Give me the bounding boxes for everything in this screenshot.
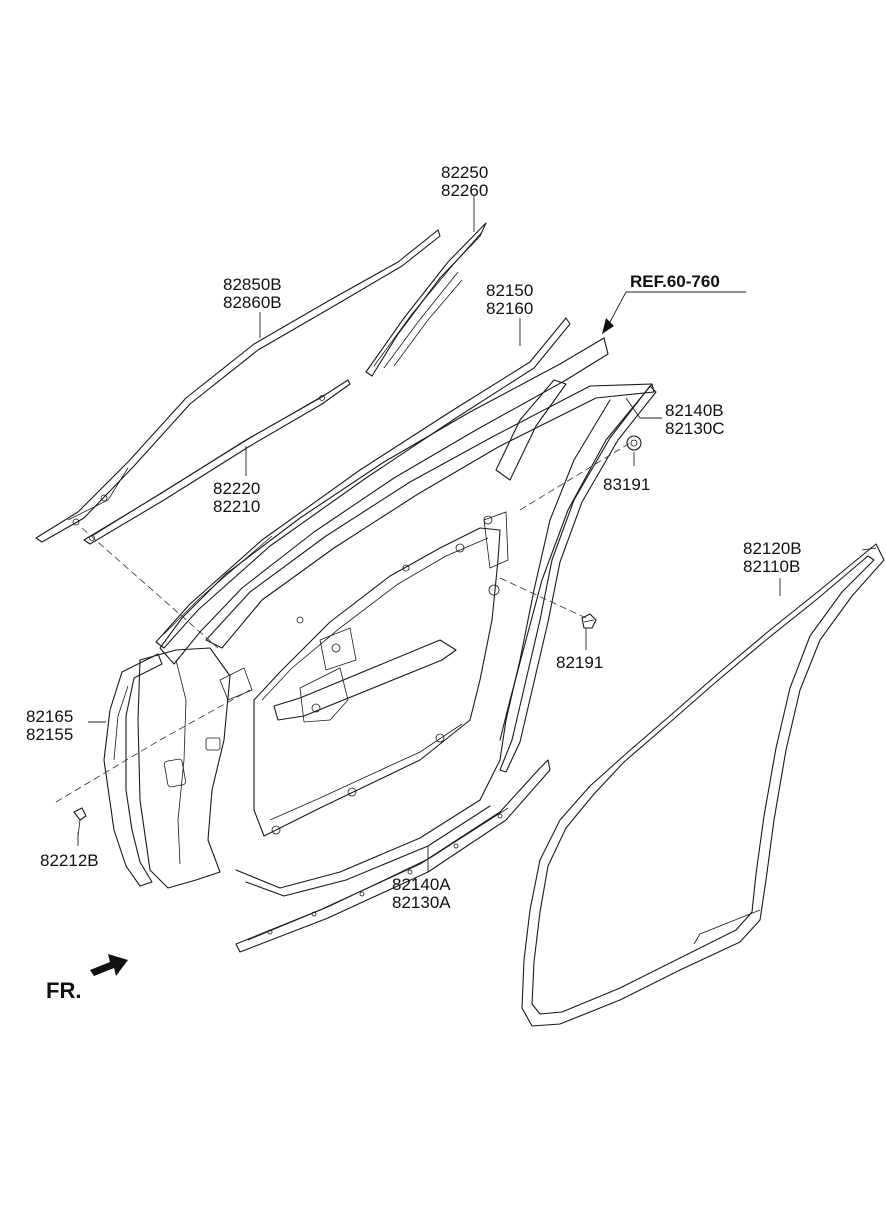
callout-82140B-82130C: 82140B 82130C bbox=[665, 401, 725, 438]
belt-weatherstrip bbox=[83, 379, 351, 545]
svg-text:82250: 82250 bbox=[441, 163, 488, 182]
svg-text:82110B: 82110B bbox=[743, 557, 800, 576]
callout-82120B-82110B: 82120B 82110B bbox=[743, 539, 802, 576]
body-side-weatherstrip bbox=[521, 543, 885, 1027]
svg-text:82210: 82210 bbox=[213, 497, 260, 516]
svg-text:82140B: 82140B bbox=[665, 401, 724, 420]
screw-82212B bbox=[73, 807, 87, 837]
svg-text:82260: 82260 bbox=[441, 181, 488, 200]
svg-text:82212B: 82212B bbox=[40, 851, 99, 870]
svg-text:82850B: 82850B bbox=[223, 275, 282, 294]
arrow-left-down-icon bbox=[90, 954, 128, 976]
callout-82140A-82130A: 82140A 82130A bbox=[392, 875, 451, 912]
reference-label: REF.60-760 bbox=[630, 272, 720, 291]
callout-83191: 83191 bbox=[603, 475, 650, 494]
svg-text:82155: 82155 bbox=[26, 725, 73, 744]
door-moulding-strip bbox=[35, 229, 441, 543]
ref-arrowhead-icon bbox=[602, 318, 614, 334]
callout-82150-82160: 82150 82160 bbox=[486, 281, 533, 318]
svg-text:82140A: 82140A bbox=[392, 875, 451, 894]
callout-82250-82260: 82250 82260 bbox=[441, 163, 488, 200]
svg-text:83191: 83191 bbox=[603, 475, 650, 494]
door-side-weatherstrip bbox=[499, 385, 657, 773]
direction-label: FR. bbox=[46, 978, 81, 1003]
callout-82850B-82860B: 82850B 82860B bbox=[223, 275, 282, 312]
svg-text:82120B: 82120B bbox=[743, 539, 802, 558]
svg-text:82220: 82220 bbox=[213, 479, 260, 498]
callout-82191: 82191 bbox=[556, 653, 603, 672]
callout-82212B: 82212B bbox=[40, 851, 99, 870]
clip-83191 bbox=[626, 435, 642, 451]
svg-text:82130C: 82130C bbox=[665, 419, 725, 438]
svg-text:82150: 82150 bbox=[486, 281, 533, 300]
leader-lines bbox=[77, 196, 781, 872]
svg-text:82860B: 82860B bbox=[223, 293, 282, 312]
svg-text:82160: 82160 bbox=[486, 299, 533, 318]
callout-82165-82155: 82165 82155 bbox=[26, 707, 73, 744]
svg-text:82165: 82165 bbox=[26, 707, 73, 726]
front-pillar-garnish bbox=[103, 653, 163, 887]
svg-text:82191: 82191 bbox=[556, 653, 603, 672]
svg-text:82130A: 82130A bbox=[392, 893, 451, 912]
door-panel bbox=[137, 337, 655, 897]
assembly-lines bbox=[55, 442, 631, 803]
clip-82191 bbox=[581, 613, 597, 629]
door-lower-weatherstrip bbox=[235, 759, 551, 953]
callout-82220-82210: 82220 82210 bbox=[213, 479, 260, 516]
glass-run-channel bbox=[365, 222, 487, 377]
